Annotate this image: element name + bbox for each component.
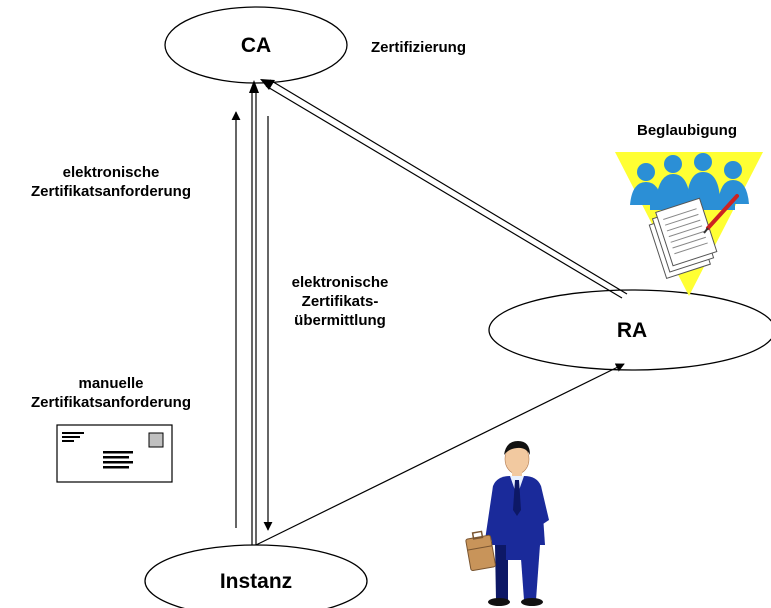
ca-node xyxy=(164,6,348,84)
electronic-delivery-line-3: übermittlung xyxy=(294,312,386,329)
manual-request-line-1: manuelle xyxy=(78,375,144,392)
meeting-people-documents-icon xyxy=(615,152,763,296)
electronic-delivery-line-2: Zertifikats- xyxy=(301,293,379,310)
manual-request-label: manuelle Zertifikatsanforderung xyxy=(2,374,220,412)
arrow-ra-to-ca-head xyxy=(260,79,275,90)
arrow-manual-request-head xyxy=(249,80,259,93)
letter-icon xyxy=(56,424,173,483)
arrow-ra-to-ca-b xyxy=(269,79,628,295)
ca-label: CA xyxy=(240,34,272,57)
instanz-label: Instanz xyxy=(219,570,293,593)
businessman-with-briefcase-icon xyxy=(465,441,549,606)
beglaubigung-label: Beglaubigung xyxy=(637,122,737,139)
ra-node xyxy=(488,289,771,371)
manual-request-line-2: Zertifikatsanforderung xyxy=(30,394,192,411)
arrow-ra-to-ca-a xyxy=(265,85,623,299)
electronic-request-line-1: elektronische xyxy=(62,164,160,181)
ra-label: RA xyxy=(616,319,648,342)
electronic-delivery-label: elektronische Zertifikats- übermittlung xyxy=(275,273,405,330)
electronic-request-label: elektronische Zertifikatsanforderung xyxy=(2,163,220,201)
electronic-request-line-2: Zertifikatsanforderung xyxy=(30,183,192,200)
electronic-delivery-line-1: elektronische xyxy=(291,274,389,291)
arrow-instanz-to-ra xyxy=(255,363,625,546)
zertifizierung-label: Zertifizierung xyxy=(371,39,467,56)
